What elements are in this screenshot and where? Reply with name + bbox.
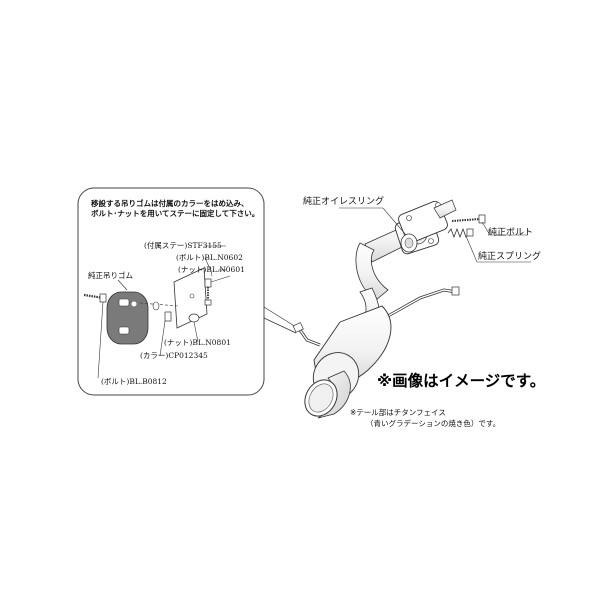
collar-label: (カラー)CP012345 xyxy=(140,351,208,360)
stay-label: (付属ステー)STF3155 xyxy=(144,241,222,250)
nut1-label: (ナット)BL.N0601 xyxy=(178,265,245,274)
oem-bolt-label: 純正ボルト xyxy=(488,228,534,238)
inset-instruction-line1: 移設する吊りゴムは付属のカラーをはめ込み、 xyxy=(91,199,249,208)
stay-bolt-icon xyxy=(204,278,212,306)
inset-leader-lines xyxy=(97,245,231,379)
hanger-label: 純正吊りゴム xyxy=(88,271,133,280)
tail-note-line2: （青いグラデーションの焼き色）です。 xyxy=(366,419,501,428)
hanger-rod-icon xyxy=(292,286,460,347)
mating-flange-icon xyxy=(398,199,457,244)
tail-note-line1: ※テール部はチタンフェイス xyxy=(350,408,446,417)
inset-panel xyxy=(77,187,265,396)
bolt1-label: (ボルト)BL.N0602 xyxy=(176,253,243,262)
image-disclaimer: ※画像はイメージです。 xyxy=(377,372,546,390)
nut2-label: (ナット)BL.N0801 xyxy=(164,338,231,347)
collar-nut-icon xyxy=(152,301,200,323)
oem-spring-icon xyxy=(447,227,474,239)
stay-bracket-icon xyxy=(173,267,208,329)
hanger-to-stay-line xyxy=(139,302,179,307)
callout-line-upper xyxy=(263,306,297,328)
bolt2-label: (ボルト)BL.B0812 xyxy=(101,377,167,386)
oem-bolt-icon xyxy=(451,214,486,224)
tail-tip-icon xyxy=(304,370,351,419)
oem-spring-label: 純正スプリング xyxy=(478,252,542,262)
inset-instruction-line2: ボルト･ナットを用いてステーに固定して下さい。 xyxy=(91,209,260,218)
oil-ring-icon xyxy=(400,233,418,253)
rubber-hanger-icon xyxy=(106,291,149,345)
main-leader-lines xyxy=(339,207,531,263)
oil-ring-label: 純正オイレスリング xyxy=(303,197,385,207)
callout-line-lower xyxy=(263,317,297,334)
